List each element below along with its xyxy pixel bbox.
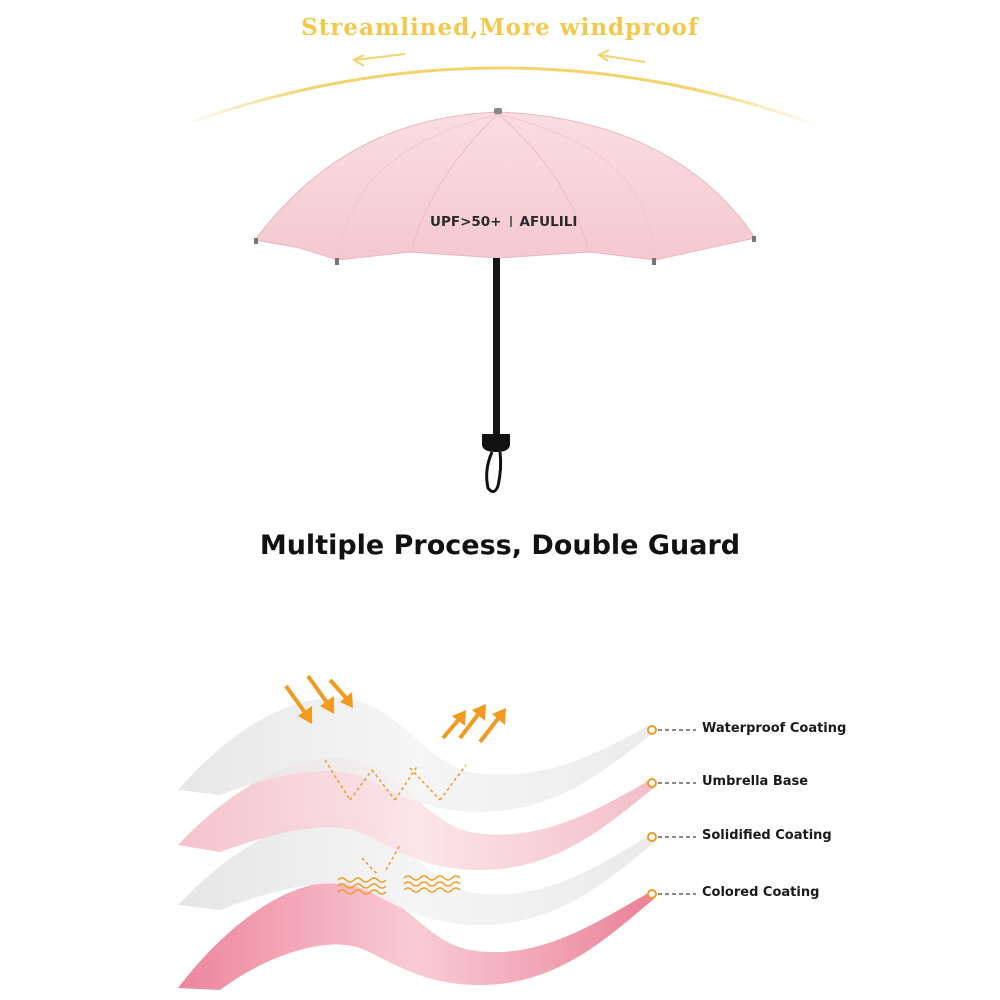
label-connector-colored: [647, 889, 696, 899]
label-connector-base: [647, 778, 696, 788]
umbrella-illustration: [254, 108, 756, 493]
heat-wave-icon: [337, 875, 461, 895]
wind-arc-graphic: [179, 49, 821, 128]
canopy-print: UPF>50+ AFULILI: [430, 214, 577, 230]
brand-text: AFULILI: [519, 214, 578, 230]
label-colored-coating: Colored Coating: [702, 885, 820, 900]
wind-arrow-left-icon: [351, 53, 406, 67]
incoming-rays-icon: [284, 674, 353, 724]
layer-waterproof-coating: [178, 697, 655, 812]
reflected-rays-icon: [441, 704, 506, 744]
layer-umbrella-base: [178, 757, 655, 870]
internal-reflection-icon: [324, 759, 467, 876]
label-connector-solidified: [647, 832, 696, 842]
canopy-divider: [509, 216, 512, 227]
upf-rating-text: UPF>50+: [430, 214, 502, 230]
label-umbrella-base: Umbrella Base: [702, 774, 809, 789]
layer-colored-coating: [178, 881, 655, 990]
headline: Multiple Process, Double Guard: [259, 530, 741, 561]
label-waterproof-coating: Waterproof Coating: [702, 721, 847, 736]
label-connector-waterproof: [647, 725, 696, 735]
tagline: Streamlined,More windproof: [301, 14, 699, 41]
layer-solidified-coating: [178, 817, 655, 925]
wind-arrow-right-icon: [597, 49, 646, 63]
label-solidified-coating: Solidified Coating: [702, 828, 832, 843]
